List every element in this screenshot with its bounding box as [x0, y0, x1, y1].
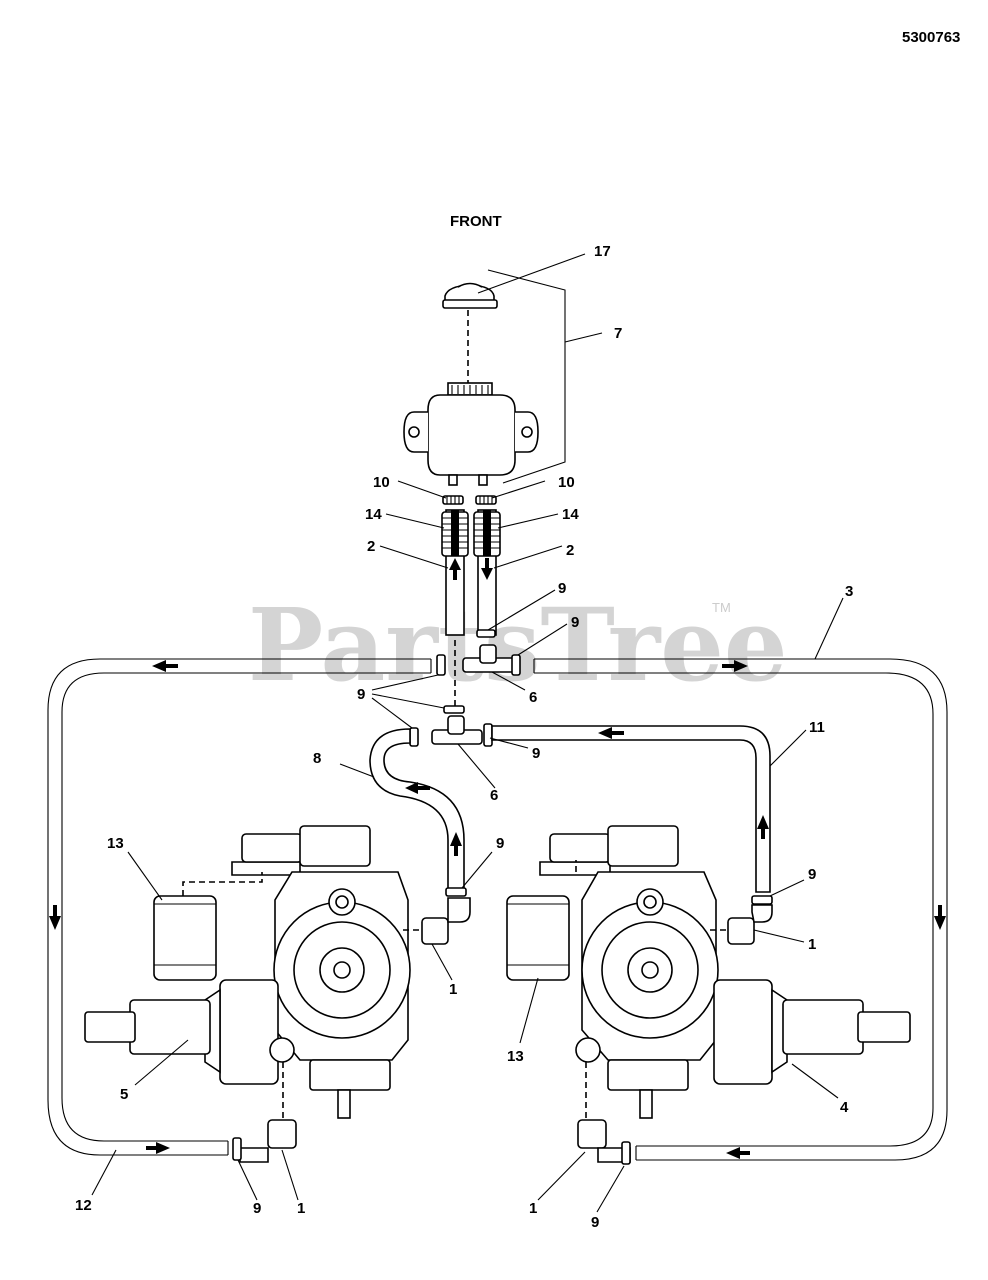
clamp-9-center — [443, 705, 465, 714]
loop-arrow-left — [152, 660, 178, 672]
reservoir-cap — [442, 282, 498, 309]
clamp-9-hose8 — [445, 887, 467, 897]
callout-9-e: 9 — [496, 835, 504, 852]
callout-6-lower: 6 — [490, 787, 498, 804]
callout-13-right: 13 — [507, 1048, 524, 1065]
clamp-9-hose11 — [751, 895, 773, 905]
callout-1-a: 1 — [449, 981, 457, 998]
callout-9-b: 9 — [571, 614, 579, 631]
transmission-left — [84, 825, 411, 1119]
callout-1-c: 1 — [297, 1200, 305, 1217]
clamp-9-right-lower — [483, 723, 493, 747]
clamp-9-upper — [476, 629, 496, 638]
flow-arrow-up — [449, 558, 461, 580]
callout-1-d: 1 — [529, 1200, 537, 1217]
watermark: PartsTree TM — [248, 586, 788, 704]
callout-10-right: 10 — [558, 474, 575, 491]
hose-11-arrow-up — [757, 815, 769, 839]
clamp-9-left-upper — [436, 654, 446, 676]
callout-9-a: 9 — [558, 580, 566, 597]
fitting-1-left-upper — [421, 897, 471, 945]
callout-11: 11 — [809, 719, 825, 736]
hose-11 — [491, 725, 771, 893]
loop-arrow-bottom-right — [726, 1147, 750, 1159]
filter-13-right — [506, 895, 570, 981]
callout-17: 17 — [594, 243, 611, 260]
leader-lines — [91, 253, 844, 1213]
loop-arrow-down-right — [934, 905, 946, 930]
fitting-1-left-lower — [239, 1119, 297, 1163]
hose-8-arrow-up — [450, 832, 462, 856]
callout-7: 7 — [614, 325, 622, 342]
flow-arrow-down — [481, 558, 493, 580]
filter-dash-left — [182, 872, 263, 896]
clamp-10-right — [475, 495, 497, 505]
callout-13-left: 13 — [107, 835, 124, 852]
clamp-9-left-lower-loop — [232, 1137, 242, 1161]
watermark-trademark: TM — [712, 600, 731, 615]
drawing-number: 5300763 — [902, 29, 960, 46]
callout-2-left: 2 — [367, 538, 375, 555]
tee-6-lower — [431, 715, 483, 745]
clamp-9-left-lower — [409, 727, 419, 747]
loop-arrow-bottom-left — [146, 1142, 170, 1154]
callouts: 17 7 10 10 14 14 2 2 3 9 9 9 6 8 6 9 11 … — [75, 243, 853, 1231]
clamp-10-left — [442, 495, 464, 505]
hose-11-arrow-left — [598, 727, 624, 739]
hose-3-loop — [47, 658, 948, 1161]
reservoir-tank — [403, 382, 539, 486]
front-label: FRONT — [450, 213, 502, 230]
callout-9-d: 9 — [532, 745, 540, 762]
loop-arrow-down-left — [49, 905, 61, 930]
transmission-right — [539, 825, 911, 1119]
hose-8-arrow-left — [405, 782, 430, 794]
callout-1-b: 1 — [808, 936, 816, 953]
callout-8: 8 — [313, 750, 321, 767]
watermark-text: PartsTree — [248, 586, 788, 704]
callout-9-g: 9 — [253, 1200, 261, 1217]
callout-14-right: 14 — [562, 506, 579, 523]
callout-9-c: 9 — [357, 686, 365, 703]
loop-arrow-right — [722, 660, 748, 672]
callout-4: 4 — [840, 1099, 849, 1116]
fitting-1-right-upper — [727, 904, 773, 945]
bracket-7 — [487, 269, 566, 484]
callout-6-upper: 6 — [529, 689, 537, 706]
callout-9-h: 9 — [591, 1214, 599, 1231]
callout-3: 3 — [845, 583, 853, 600]
hose-8 — [369, 728, 465, 893]
callout-10-left: 10 — [373, 474, 390, 491]
callout-14-left: 14 — [365, 506, 382, 523]
filter-13-left — [153, 895, 217, 981]
callout-2-right: 2 — [566, 542, 574, 559]
tee-6-upper — [462, 644, 516, 673]
callout-9-f: 9 — [808, 866, 816, 883]
clamp-9-right-lower-loop — [621, 1141, 631, 1165]
callout-12: 12 — [75, 1197, 92, 1214]
clamp-9-right-upper — [511, 654, 521, 676]
callout-5: 5 — [120, 1086, 128, 1103]
